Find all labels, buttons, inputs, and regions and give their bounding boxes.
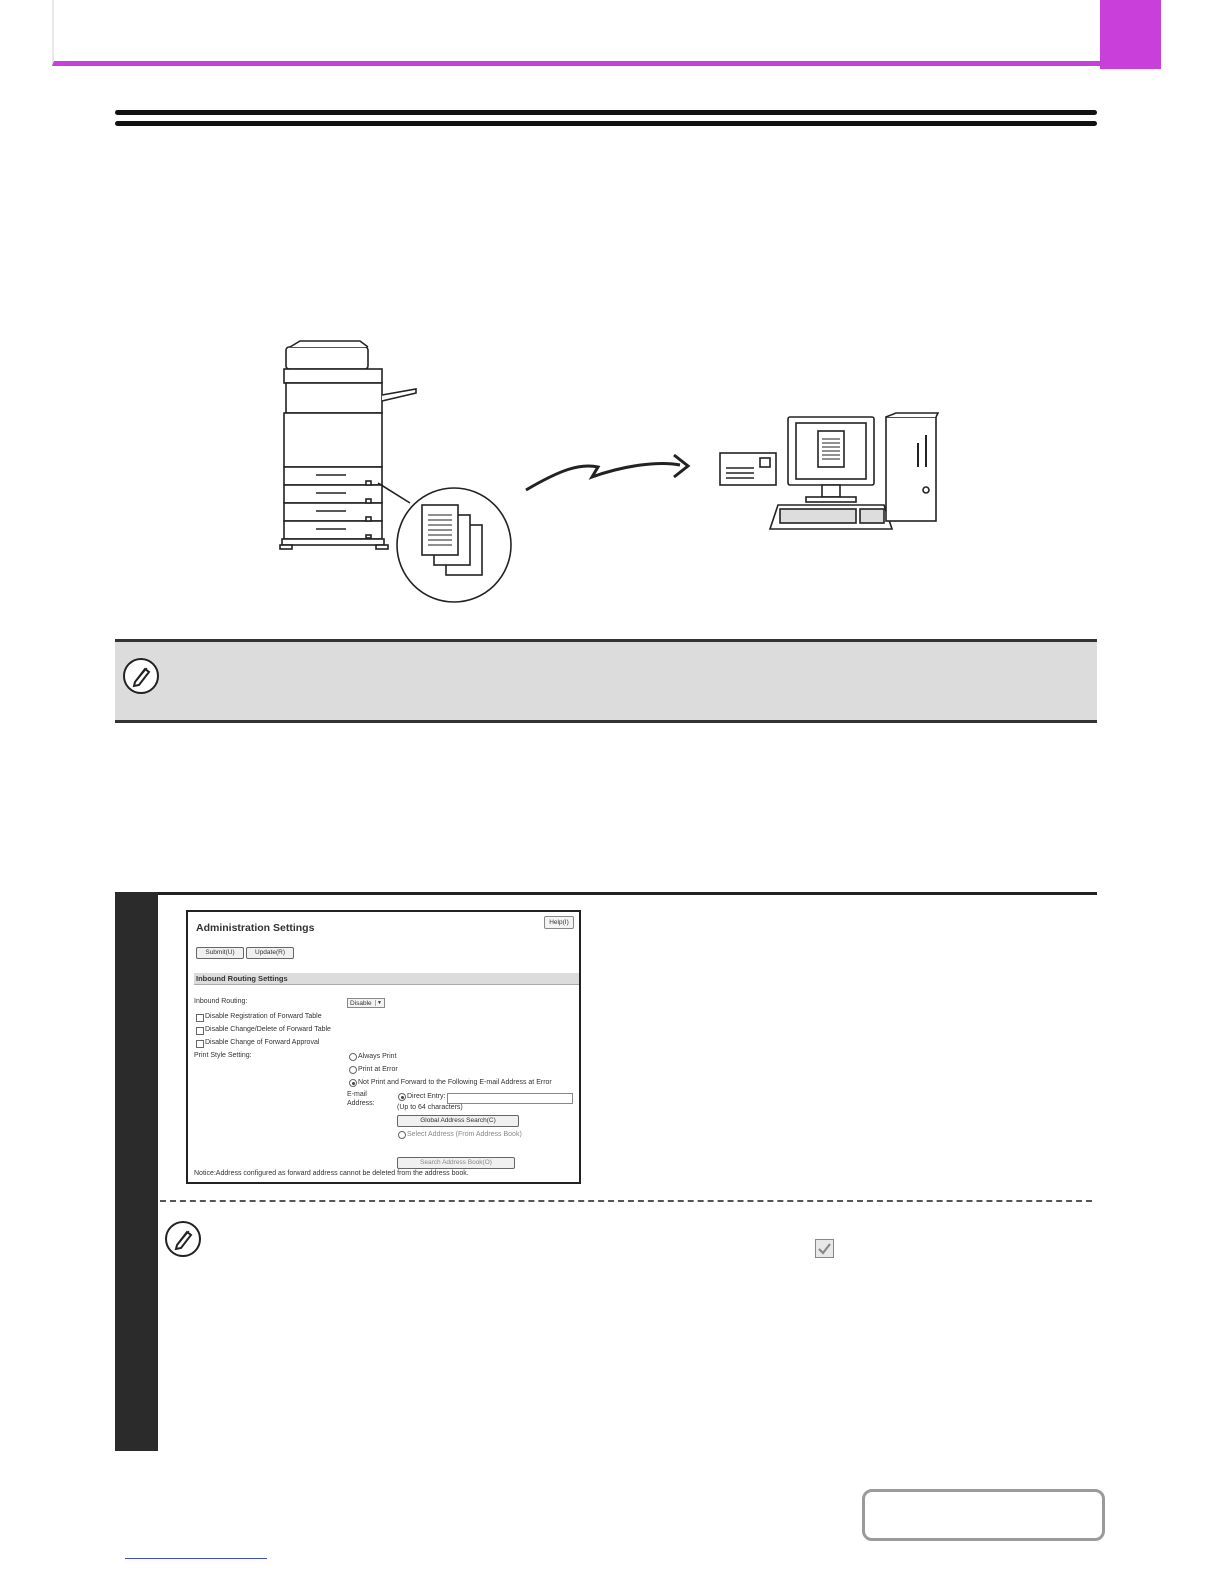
checkbox[interactable]: [196, 1027, 204, 1035]
inbound-routing-label: Inbound Routing:: [194, 998, 248, 1005]
radio-button[interactable]: [349, 1053, 357, 1061]
step-number-bar: [115, 892, 158, 1451]
radio-button[interactable]: [398, 1131, 406, 1139]
bottom-link[interactable]: [125, 1558, 267, 1559]
dotted-separator: [160, 1200, 1092, 1202]
section-title: Inbound Routing Settings: [194, 973, 579, 985]
radio-button[interactable]: [349, 1079, 357, 1087]
checkbox-label: Disable Change of Forward Approval: [205, 1039, 320, 1046]
header-bar: [52, 0, 1102, 66]
submit-button[interactable]: Submit(U): [196, 947, 244, 959]
radio-button[interactable]: [349, 1066, 357, 1074]
global-address-search-button[interactable]: Global Address Search(C): [397, 1115, 519, 1127]
radio-label: Always Print: [358, 1053, 397, 1060]
computer-illustration: [768, 412, 940, 530]
checkbox[interactable]: [196, 1040, 204, 1048]
pencil-note-icon: [165, 1221, 201, 1257]
inbound-routing-select[interactable]: Disable▼: [347, 998, 385, 1008]
pencil-note-icon: [123, 658, 159, 694]
search-address-book-button[interactable]: Search Address Book(O): [397, 1157, 515, 1169]
admin-title: Administration Settings: [196, 922, 315, 934]
printer-illustration: [279, 340, 417, 550]
radio-button[interactable]: [398, 1093, 406, 1101]
radio-label: Not Print and Forward to the Following E…: [358, 1079, 552, 1086]
note-box: [115, 639, 1097, 723]
documents-zoom-circle: [396, 487, 512, 603]
title-rule-bottom: [115, 121, 1097, 126]
direct-entry-label: Direct Entry:: [407, 1093, 446, 1100]
forwarding-illustration: [279, 340, 940, 603]
checkbox[interactable]: [196, 1014, 204, 1022]
chapter-tab[interactable]: [1100, 0, 1161, 69]
forward-arrow-icon: [525, 462, 681, 492]
checkbox-label: Disable Change/Delete of Forward Table: [205, 1026, 331, 1033]
checkbox-label: Disable Registration of Forward Table: [205, 1013, 322, 1020]
update-button[interactable]: Update(R): [246, 947, 294, 959]
radio-label: Print at Error: [358, 1066, 398, 1073]
email-input[interactable]: [447, 1093, 573, 1104]
inbound-routing-value: Disable: [350, 1000, 372, 1007]
email-label: E-mail: [347, 1091, 367, 1098]
chevron-down-icon: ▼: [375, 1000, 383, 1006]
select-address-label: Select Address (From Address Book): [407, 1131, 522, 1138]
print-style-label: Print Style Setting:: [194, 1052, 252, 1059]
email-envelope-icon: [719, 452, 777, 486]
checkbox-checked-icon: [815, 1239, 834, 1258]
notice-text: Notice:Address configured as forward add…: [194, 1170, 469, 1177]
step-rule: [115, 892, 1097, 895]
char-limit-note: (Up to 64 characters): [397, 1104, 463, 1111]
help-button[interactable]: Help(I): [544, 916, 574, 929]
email-label: Address:: [347, 1100, 375, 1107]
admin-settings-screenshot: Administration Settings Help(I) Submit(U…: [186, 910, 581, 1184]
title-rule-top: [115, 110, 1097, 115]
contents-button[interactable]: [862, 1489, 1105, 1541]
